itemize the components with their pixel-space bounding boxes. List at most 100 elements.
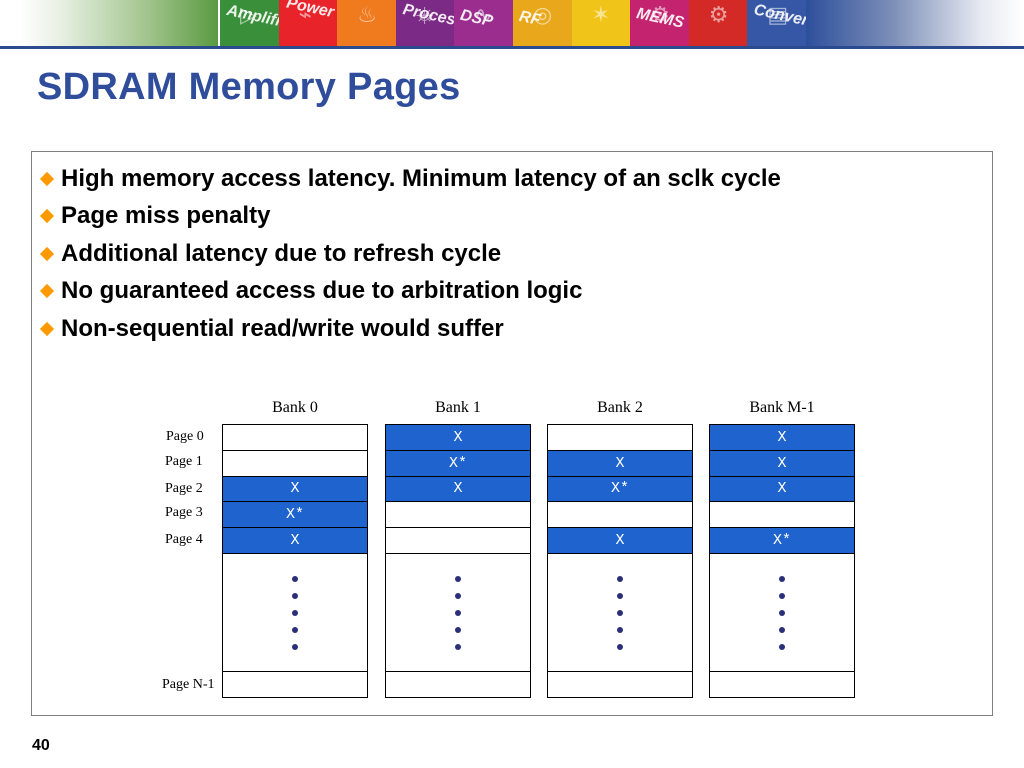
memory-page-cell: X*	[709, 527, 855, 554]
page-access-mark: X	[777, 428, 787, 446]
memory-page-cell-last	[222, 671, 368, 698]
banner-art-icon: ⚙	[708, 2, 729, 27]
memory-page-cell	[222, 450, 368, 477]
bullet-list: High memory access latency. Minimum late…	[38, 160, 781, 348]
banner-art-icon: ▷	[240, 2, 257, 27]
page-label-last: Page N-1	[162, 677, 215, 692]
bank-label-2: Bank 2	[597, 399, 643, 416]
dot-icon	[455, 627, 461, 633]
ellipsis-dots-icon	[455, 576, 461, 661]
banner-tile: ▷Amplifiers	[220, 0, 280, 46]
banner-tile-label: MEMS	[635, 5, 686, 32]
memory-page-cell: X	[222, 476, 368, 502]
dot-icon	[292, 644, 298, 650]
dot-icon	[292, 576, 298, 582]
page-label-3: Page 3	[165, 505, 203, 520]
memory-page-cell: X*	[547, 476, 693, 502]
dot-icon	[617, 610, 623, 616]
page-access-mark: X	[453, 480, 463, 498]
page-access-mark: X*	[610, 480, 629, 498]
memory-page-cell: X*	[222, 501, 368, 528]
page-label-0: Page 0	[166, 429, 204, 444]
slide-number: 40	[32, 737, 50, 754]
banner-tile: ▤Converters	[747, 0, 807, 46]
page-label-4: Page 4	[165, 532, 203, 547]
memory-page-cell	[709, 501, 855, 528]
memory-page-cell-last	[709, 671, 855, 698]
memory-page-cell	[547, 501, 693, 528]
bank-label-m1: Bank M-1	[749, 399, 815, 416]
dot-icon	[292, 593, 298, 599]
diamond-bullet-icon	[39, 171, 55, 186]
memory-page-cell-last	[385, 671, 531, 698]
banner-divider	[0, 46, 1024, 49]
dot-icon	[779, 610, 785, 616]
page-access-mark: X	[290, 531, 300, 549]
dot-icon	[617, 576, 623, 582]
dot-icon	[617, 627, 623, 633]
memory-page-cell: X	[709, 476, 855, 502]
dot-icon	[292, 610, 298, 616]
page-access-mark: X	[453, 428, 463, 446]
page-access-mark: X*	[772, 531, 791, 549]
memory-page-cell: X	[222, 527, 368, 554]
bullet-text: Page miss penalty	[61, 202, 271, 230]
memory-page-cell: X	[547, 450, 693, 477]
dot-icon	[779, 644, 785, 650]
banner-tile: ∿DSP	[454, 0, 514, 46]
memory-page-cell: X*	[385, 450, 531, 477]
memory-page-cell: X	[547, 527, 693, 554]
memory-page-cell	[385, 527, 531, 554]
bullet-item: No guaranteed access due to arbitration …	[38, 273, 781, 311]
bullet-text: Additional latency due to refresh cycle	[61, 239, 502, 267]
diamond-bullet-icon	[39, 209, 55, 224]
diamond-bullet-icon	[39, 284, 55, 299]
memory-page-cell	[385, 501, 531, 528]
banner-tile: ⌁Power Management	[278, 0, 339, 46]
bullet-item: Page miss penalty	[38, 198, 781, 236]
banner-fade	[806, 0, 1024, 46]
dot-icon	[455, 644, 461, 650]
memory-page-gap-cell	[385, 553, 531, 672]
diamond-bullet-icon	[39, 246, 55, 261]
banner-art-icon: ⎈	[415, 2, 434, 27]
page-label-2: Page 2	[165, 481, 203, 496]
memory-page-cell: X	[709, 424, 855, 451]
bullet-item: Non-sequential read/write would suffer	[38, 310, 781, 348]
page-access-mark: X	[290, 480, 300, 498]
banner-art-icon: ✶	[591, 2, 611, 27]
header-banner: ▷Amplifiers⌁Power Management ♨ ⎈Processors…	[0, 0, 1024, 46]
banner-tile-label: Amplifiers	[225, 2, 280, 35]
banner-art-icon: ♨	[357, 2, 377, 27]
slide-title: SDRAM Memory Pages	[37, 66, 461, 108]
bullet-text: No guaranteed access due to arbitration …	[61, 277, 583, 305]
dot-icon	[617, 593, 623, 599]
memory-page-cell: X	[709, 450, 855, 477]
memory-page-cell	[222, 424, 368, 451]
bullet-text: High memory access latency. Minimum late…	[61, 164, 781, 192]
banner-tile: ✶	[571, 0, 632, 46]
dot-icon	[779, 593, 785, 599]
dot-icon	[455, 576, 461, 582]
page-access-mark: X	[777, 454, 787, 472]
banner-art-icon: ⌁	[298, 2, 312, 27]
banner-tile: ◎RF	[513, 0, 573, 46]
banner-tile: ⚙MEMS	[630, 0, 690, 46]
page-access-mark: X	[777, 480, 787, 498]
banner-art-icon: ▤	[767, 2, 789, 27]
page-access-mark: X*	[285, 505, 304, 523]
diamond-bullet-icon	[39, 321, 55, 336]
memory-page-cell	[547, 424, 693, 451]
content-frame	[31, 151, 993, 716]
dot-icon	[779, 576, 785, 582]
page-access-mark: X	[615, 531, 625, 549]
ellipsis-dots-icon	[617, 576, 623, 661]
banner-tile: ⎈Processors	[395, 0, 456, 46]
banner-tile-label: Processors	[401, 1, 456, 36]
ellipsis-dots-icon	[779, 576, 785, 661]
memory-page-cell-last	[547, 671, 693, 698]
page-access-mark: X	[615, 454, 625, 472]
bullet-item: High memory access latency. Minimum late…	[38, 160, 781, 198]
dot-icon	[455, 610, 461, 616]
dot-icon	[617, 644, 623, 650]
